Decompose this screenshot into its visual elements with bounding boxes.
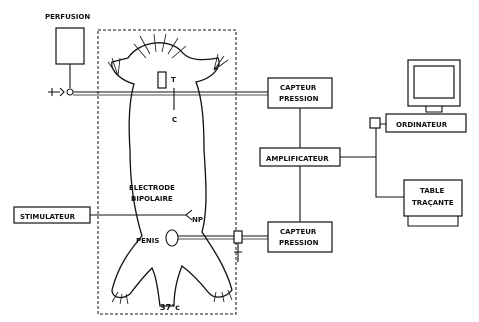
electrode-label-1: ELECTRODE bbox=[129, 184, 175, 192]
plotter-base bbox=[407, 216, 459, 227]
tube-t-label: T bbox=[171, 76, 176, 84]
amplifier-to-outputs bbox=[340, 123, 386, 158]
upper-pressure-sensor-label-2: PRESSION bbox=[279, 95, 319, 103]
electrode-tip bbox=[185, 209, 193, 221]
penis-shape bbox=[165, 229, 179, 247]
temperature-label: 37°c bbox=[160, 303, 180, 312]
plotter-label-2: TRAÇANTE bbox=[412, 199, 454, 207]
amplifier-to-plotter bbox=[375, 157, 404, 198]
perfusion-valve bbox=[48, 87, 65, 97]
rat-forepaw-left bbox=[107, 57, 121, 77]
computer-label: ORDINATEUR bbox=[396, 121, 448, 129]
rat-hindpaw-right bbox=[213, 289, 233, 303]
lower-pressure-sensor-label-2: PRESSION bbox=[279, 239, 319, 247]
rat-hindpaw-left bbox=[111, 291, 129, 305]
plotter-label-1: TABLE bbox=[420, 187, 444, 195]
perfusion-junction bbox=[66, 88, 74, 96]
heated-table-frame bbox=[97, 29, 237, 315]
monitor-screen bbox=[413, 65, 455, 99]
lower-stopcock bbox=[233, 230, 243, 244]
trachea-tube bbox=[157, 71, 167, 89]
tube-c-label: C bbox=[172, 116, 177, 124]
lower-stopcock-stem bbox=[234, 243, 242, 262]
rat-whiskers bbox=[133, 33, 187, 59]
perfusion-bag bbox=[55, 27, 85, 65]
penis-label: PENIS bbox=[136, 237, 159, 245]
perfusion-label: PERFUSION bbox=[45, 13, 90, 21]
lower-pressure-sensor-box bbox=[267, 221, 333, 253]
electrode-label-2: BIPOLAIRE bbox=[131, 195, 173, 203]
upper-pressure-sensor-label-1: CAPTEUR bbox=[280, 84, 317, 92]
lower-pressure-sensor-label-1: CAPTEUR bbox=[280, 228, 317, 236]
monitor-stand bbox=[425, 106, 443, 113]
rat-forepaw-right bbox=[213, 53, 229, 71]
interface-box bbox=[369, 117, 381, 129]
stimulator-label: STIMULATEUR bbox=[20, 213, 76, 221]
plotter-box bbox=[403, 179, 463, 217]
computer-box bbox=[385, 113, 467, 133]
rat-body bbox=[111, 42, 233, 307]
amplifier-label: AMPLIFICATEUR bbox=[266, 155, 329, 163]
upper-pressure-sensor-box bbox=[267, 77, 333, 109]
np-label: NP bbox=[192, 216, 203, 224]
